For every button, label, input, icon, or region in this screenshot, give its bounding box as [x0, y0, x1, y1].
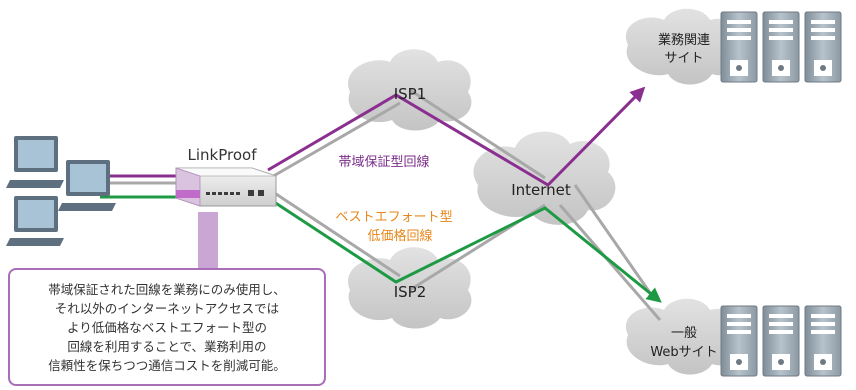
green-path — [100, 195, 662, 303]
isp1-label: ISP1 — [394, 85, 427, 103]
linkproof-label: LinkProof — [188, 146, 258, 164]
guaranteed-line-label: 帯域保証型回線 — [338, 154, 429, 170]
explanation-callout: 帯域保証された回線を業務にのみ使用し、 それ以外のインターネットアクセスでは よ… — [8, 268, 326, 386]
business-site-label-1: 業務関連 — [658, 32, 710, 48]
pc-terminal-1 — [6, 136, 64, 188]
callout-line-4: 回線を利用することで、業務利用の — [67, 338, 267, 354]
linkproof-appliance — [175, 167, 277, 207]
internet-label: Internet — [511, 181, 571, 199]
general-site-label-2: Webサイト — [650, 345, 717, 360]
purple-path — [100, 86, 646, 187]
general-site-cloud — [625, 298, 742, 375]
callout-line-5: 信頼性を保ちつつ通信コストを削減可能。 — [48, 357, 286, 373]
best-effort-label-1: ベストエフォート型 — [335, 210, 452, 225]
isp2-cloud — [348, 247, 472, 329]
general-site-label-1: 一般 — [671, 325, 697, 341]
best-effort-label-2: 低価格回線 — [367, 228, 432, 244]
gray-path-linkproof-isp2 — [269, 188, 401, 278]
callout-line-3: より低価格なベストエフォート型の — [66, 319, 267, 335]
isp2-label: ISP2 — [394, 283, 427, 301]
pc-terminal-3 — [6, 196, 64, 246]
gray-path-isp1-internet — [409, 88, 546, 180]
gray-path-internet-general — [573, 184, 657, 301]
appliance-ports — [206, 190, 264, 196]
server-icon — [720, 11, 758, 83]
general-servers — [720, 305, 842, 377]
gray-path-linkproof-isp1 — [269, 101, 401, 180]
business-servers — [720, 11, 842, 83]
callout-line-1: 帯域保証された回線を業務にのみ使用し、 — [48, 281, 286, 297]
callout-line-2: それ以外のインターネットアクセスでは — [54, 300, 280, 316]
server-icon — [762, 305, 800, 377]
server-icon — [804, 11, 842, 83]
server-icon — [720, 305, 758, 377]
pc-terminal-2 — [58, 160, 116, 211]
server-icon — [804, 305, 842, 377]
callout-pointer — [198, 212, 218, 270]
business-site-label-2: サイト — [664, 51, 703, 66]
server-icon — [762, 11, 800, 83]
business-site-cloud — [625, 8, 742, 85]
